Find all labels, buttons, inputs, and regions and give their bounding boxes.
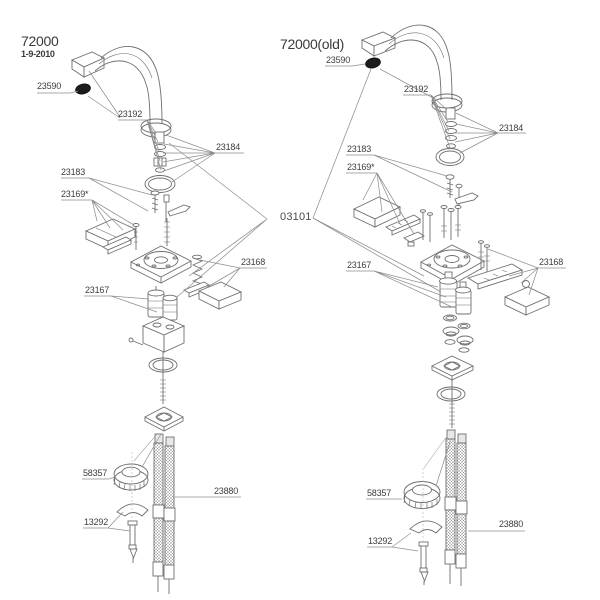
- part-label-23192-right: 23192: [404, 84, 429, 94]
- right-valve-cartridges: [439, 271, 472, 315]
- right-spout: [360, 24, 463, 113]
- right-oring-dome-stack: [442, 314, 474, 353]
- part-label-23590-left: 23590: [37, 81, 62, 91]
- part-label-23192-left: 23192: [118, 109, 143, 119]
- part-label-23880-right: 23880: [499, 519, 524, 529]
- left-handle-base-parts: [84, 218, 140, 255]
- left-rod-and-escutcheon: [144, 352, 184, 432]
- left-fastener-parts: [182, 254, 243, 310]
- part-label-23184-right: 23184: [499, 123, 524, 133]
- part-label-23168-right: 23168: [539, 257, 564, 267]
- part-label-23183-right: 23183: [347, 144, 372, 154]
- right-supply-hoses: [444, 429, 468, 586]
- left-manifold-block: [128, 316, 186, 353]
- part-label-23167-left: 23167: [85, 285, 110, 295]
- right-mount-stem-stack: [435, 107, 465, 166]
- left-handle-screw-parts: [150, 190, 191, 246]
- left-diagram-title: 72000: [21, 33, 59, 49]
- part-label-23169-left: 23169*: [61, 189, 89, 199]
- part-label-03101-shared: 03101: [280, 211, 312, 223]
- part-label-23183-left: 23183: [61, 167, 86, 177]
- part-label-13292-right: 13292: [368, 536, 393, 546]
- part-label-23167-right: 23167: [347, 260, 372, 270]
- part-label-13292-left: 13292: [84, 517, 109, 527]
- left-locknut-clip-bolt: [113, 463, 149, 563]
- part-label-58357-right: 58357: [367, 488, 392, 498]
- right-faucet-exploded-view: [352, 24, 551, 586]
- part-label-23169-right: 23169*: [347, 162, 375, 172]
- part-label-58357-left: 58357: [83, 468, 108, 478]
- leader-lines: [37, 63, 566, 552]
- left-mount-stem-stack: [144, 131, 176, 193]
- left-mounting-plate: [130, 245, 192, 284]
- right-diagram-title: 72000(old): [280, 36, 344, 52]
- part-label-23168-left: 23168: [241, 257, 266, 267]
- left-faucet-exploded-view: [70, 46, 243, 594]
- right-handle-base-parts: [352, 196, 433, 247]
- right-locknut-clip-bolt: [403, 481, 443, 585]
- part-label-23880-left: 23880: [214, 486, 239, 496]
- left-aerator: [75, 83, 91, 95]
- left-diagram-date: 1-9-2010: [21, 49, 55, 59]
- part-label-23184-left: 23184: [216, 142, 241, 152]
- right-rod-and-escutcheon: [430, 355, 475, 428]
- right-handle-screw-parts: [440, 174, 479, 240]
- left-valve-cartridges: [147, 286, 178, 321]
- right-fastener-parts: [466, 240, 551, 316]
- right-aerator: [365, 57, 381, 69]
- part-label-23590-right: 23590: [326, 55, 351, 65]
- left-supply-hoses: [152, 433, 176, 594]
